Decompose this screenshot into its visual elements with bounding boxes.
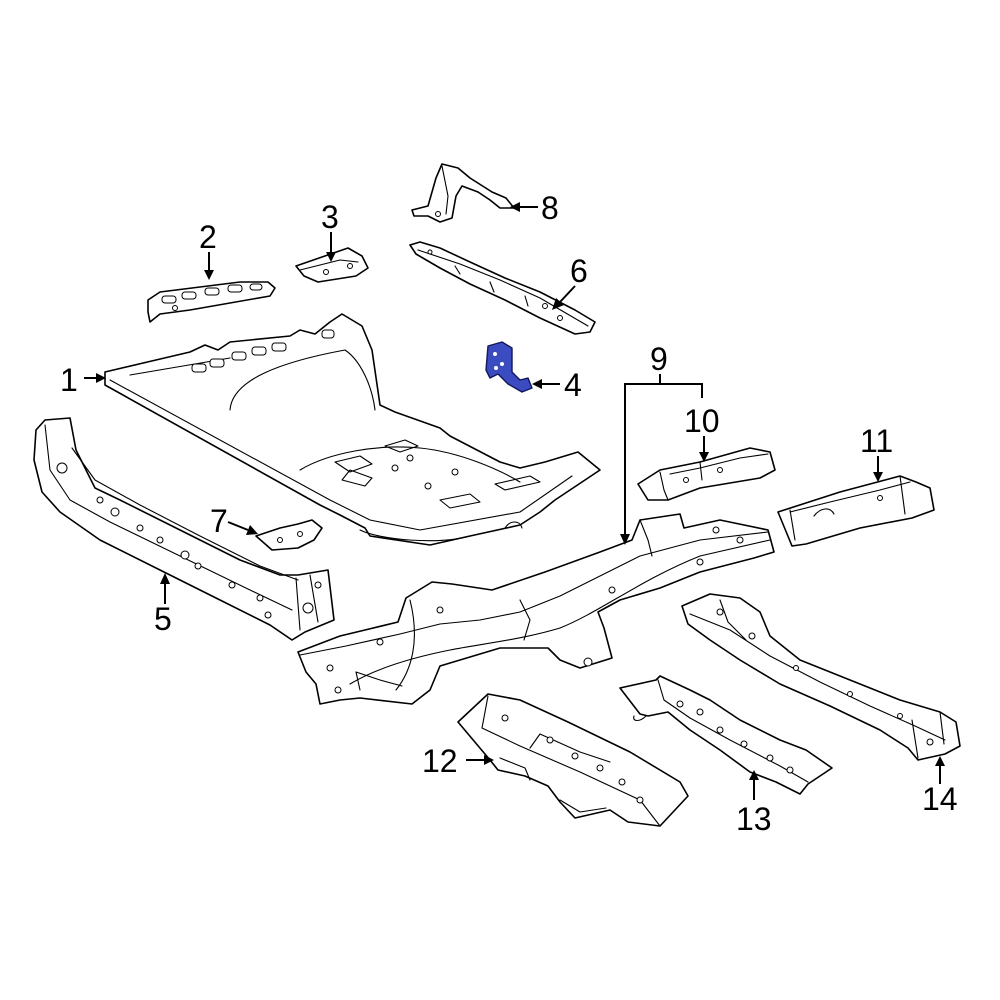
callout-4: 4 <box>564 367 582 403</box>
callout-9: 9 <box>650 341 668 377</box>
callout-13: 13 <box>736 801 772 837</box>
part-10-rail-section[interactable] <box>637 447 776 501</box>
callout-8: 8 <box>541 190 559 226</box>
callout-leaders <box>84 202 945 800</box>
part-7-bracket[interactable] <box>255 519 323 551</box>
part-1-floor-pan[interactable] <box>104 313 601 546</box>
callout-1: 1 <box>60 362 78 398</box>
part-13-crossmember[interactable] <box>619 675 833 795</box>
callout-3: 3 <box>321 199 339 235</box>
part-8-bracket[interactable] <box>411 163 515 223</box>
part-6-rail[interactable] <box>409 241 596 335</box>
callout-12: 12 <box>422 743 458 779</box>
part-12-lower-rail[interactable] <box>457 693 689 827</box>
callout-14: 14 <box>922 781 958 817</box>
part-11-rail-section[interactable] <box>777 475 935 547</box>
part-4-bracket-highlighted[interactable] <box>485 341 533 393</box>
callout-2: 2 <box>199 219 217 255</box>
callout-10: 10 <box>684 403 720 439</box>
callout-5: 5 <box>154 601 172 637</box>
callout-6: 6 <box>570 253 588 289</box>
part-14-crossmember[interactable] <box>681 593 961 761</box>
callout-7: 7 <box>210 503 228 539</box>
part-2-reinforcement-panel[interactable] <box>147 281 276 323</box>
part-3-bracket[interactable] <box>295 247 369 283</box>
callout-11: 11 <box>860 423 893 459</box>
callout-labels: 1 2 3 4 5 6 7 8 9 10 11 12 13 14 <box>60 190 958 837</box>
part-5-crossmember[interactable] <box>33 417 335 641</box>
part-9-frame-assembly[interactable] <box>297 513 775 705</box>
